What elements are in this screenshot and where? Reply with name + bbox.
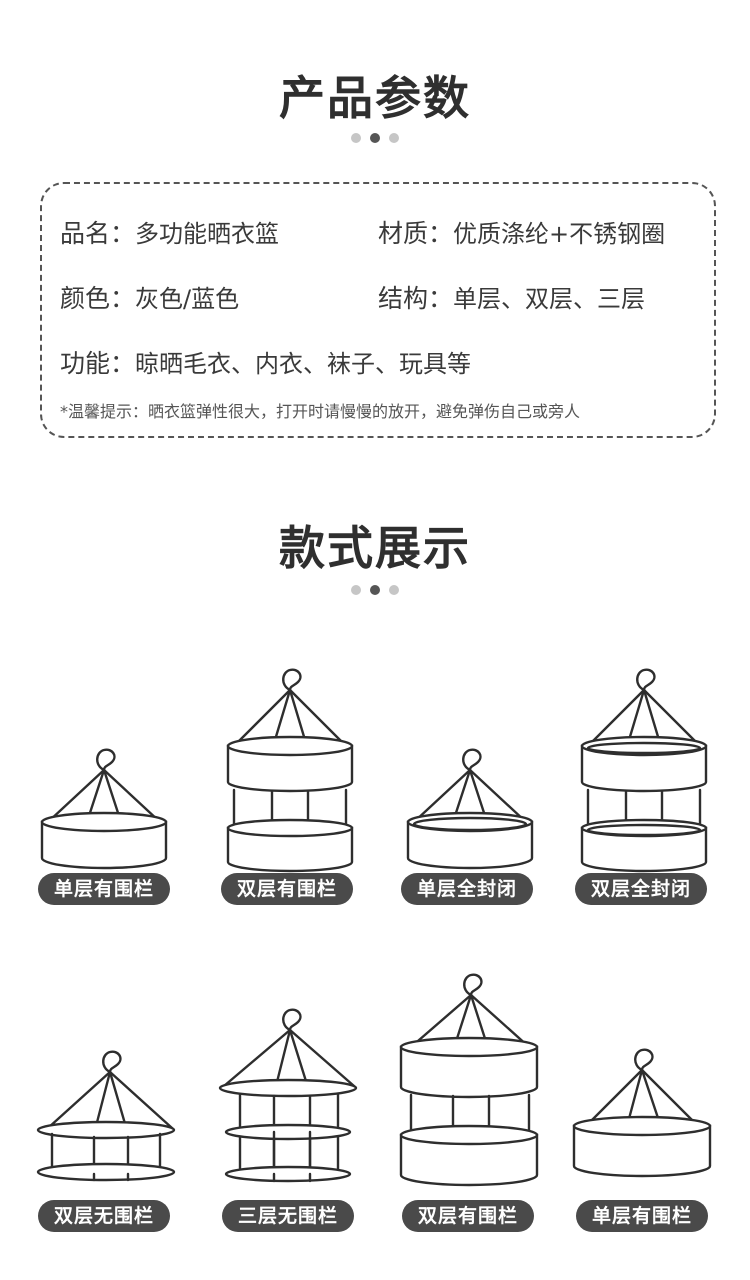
style-item [574,650,714,875]
dot-active [370,585,380,595]
warm-tip: *温馨提示：晒衣篮弹性很大，打开时请慢慢的放开，避免弹伤自己或旁人 [60,402,581,421]
style-label: 双层全封闭 [575,873,707,905]
style-item [36,1030,176,1190]
style-label: 双层有围栏 [221,873,353,905]
single-layer-fenced-basket-icon [40,748,168,870]
param-structure-value: 单层、双层、三层 [453,285,646,313]
style-label: 单层有围栏 [38,873,170,905]
section-title-params: 产品参数 [279,71,471,125]
title-dots [0,585,750,595]
dot [389,585,399,595]
param-function-value: 晾晒毛衣、内衣、袜子、玩具等 [135,350,472,378]
single-layer-fenced-basket-icon [572,1048,712,1178]
dot-active [370,133,380,143]
double-layer-enclosed-basket-icon [580,668,708,873]
param-material: 材质：优质涤纶+不锈钢圈 [378,214,665,250]
double-layer-fenced-basket-icon [226,668,354,873]
style-item [34,730,174,870]
triple-layer-open-basket-icon [218,1008,358,1183]
param-name: 品名：多功能晒衣篮 [60,214,279,250]
double-layer-open-basket-icon [36,1050,176,1182]
param-function-key: 功能： [60,349,136,378]
dot [351,133,361,143]
param-structure-key: 结构： [378,284,454,313]
style-item [397,955,542,1190]
param-color-value: 灰色/蓝色 [135,285,240,313]
style-item [570,1030,715,1180]
style-item [400,730,540,870]
style-item [220,650,360,875]
style-label: 双层有围栏 [402,1200,534,1232]
dot [351,585,361,595]
dot [389,133,399,143]
param-color: 颜色：灰色/蓝色 [60,279,239,315]
params-box: 品名：多功能晒衣篮 材质：优质涤纶+不锈钢圈 颜色：灰色/蓝色 结构：单层、双层… [40,182,716,438]
single-layer-enclosed-basket-icon [406,748,534,870]
param-name-value: 多功能晒衣篮 [135,220,280,248]
param-structure: 结构：单层、双层、三层 [378,279,645,315]
param-material-key: 材质： [378,219,454,248]
style-item [218,990,358,1190]
style-label: 双层无围栏 [38,1200,170,1232]
param-function: 功能：晾晒毛衣、内衣、袜子、玩具等 [60,344,471,380]
double-layer-fenced-basket-icon [399,973,539,1187]
style-label: 单层有围栏 [576,1200,708,1232]
style-label: 单层全封闭 [401,873,533,905]
param-material-value: 优质涤纶+不锈钢圈 [453,220,666,248]
title-dots [0,133,750,143]
param-color-key: 颜色： [60,284,136,313]
section-title-styles: 款式展示 [279,521,471,575]
param-name-key: 品名： [60,219,136,248]
style-label: 三层无围栏 [222,1200,354,1232]
